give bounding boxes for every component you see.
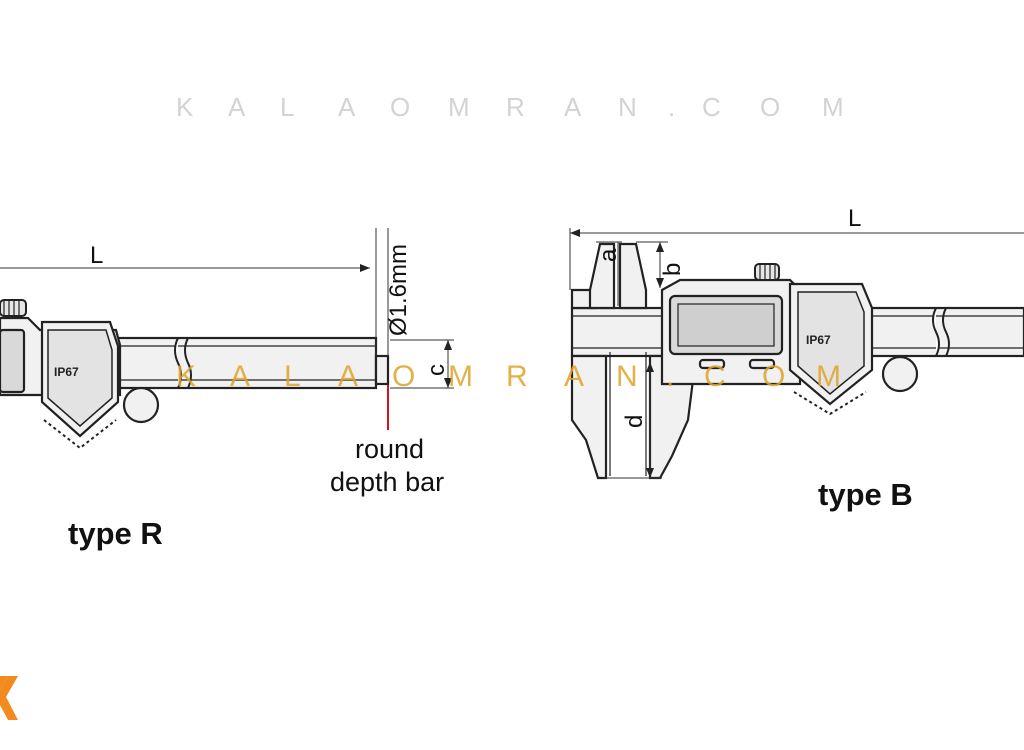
- type-b-caliper: IP67 L a b d: [569, 205, 1024, 512]
- svg-text:O: O: [762, 360, 785, 393]
- type-r-thumb-roller: [122, 386, 160, 424]
- type-r-title: type R: [68, 516, 163, 551]
- svg-text:M: M: [448, 360, 473, 393]
- svg-text:A: A: [338, 360, 358, 393]
- svg-text:L: L: [284, 360, 301, 393]
- type-b-a-label: a: [595, 248, 622, 262]
- type-b-thumb-roller: [881, 355, 919, 393]
- svg-text:L: L: [280, 92, 294, 122]
- svg-text:A: A: [230, 360, 250, 393]
- kalaomran-logo-icon: [0, 676, 18, 720]
- type-b-sliding-upper-jaw: [618, 242, 648, 310]
- type-r-length-label: L: [90, 242, 103, 269]
- svg-text:M: M: [448, 92, 470, 122]
- watermark-top: K A L A O M R A N . C O M: [176, 92, 844, 122]
- svg-text:O: O: [390, 92, 410, 122]
- type-b-dim-length: L: [569, 205, 1024, 290]
- svg-text:M: M: [816, 360, 841, 393]
- type-b-title: type B: [818, 477, 913, 512]
- round-depth-bar: [374, 354, 390, 386]
- type-b-ip-badge: IP67: [806, 333, 831, 347]
- type-b-b-label: b: [659, 263, 686, 276]
- svg-text:N: N: [618, 92, 637, 122]
- type-r-dim-length: L: [0, 228, 377, 338]
- svg-text:O: O: [760, 92, 780, 122]
- type-b-fixed-lower-jaw: [570, 354, 608, 480]
- type-r-display: [0, 328, 26, 394]
- svg-text:K: K: [176, 360, 196, 393]
- watermark-center: K A L A O M R A N . C O M: [176, 360, 841, 393]
- svg-text:O: O: [392, 360, 415, 393]
- type-b-button-left: [698, 358, 726, 370]
- type-b-length-label: L: [848, 205, 861, 232]
- type-b-fixed-upper-jaw: [588, 242, 616, 310]
- type-r-dim-c: c: [390, 339, 454, 389]
- type-r-thumb-wheel: [0, 299, 27, 317]
- type-b-d-label: d: [621, 415, 648, 428]
- svg-text:K: K: [176, 92, 194, 122]
- svg-text:M: M: [822, 92, 844, 122]
- type-r-ip-badge: IP67: [54, 365, 79, 379]
- type-b-button-right: [748, 358, 776, 370]
- type-r-caliper: IP67 L Ø1.6mm c round depth: [0, 228, 454, 551]
- svg-text:R: R: [506, 92, 525, 122]
- svg-text:C: C: [702, 92, 721, 122]
- type-r-break-mark: [174, 337, 182, 389]
- svg-text:.: .: [668, 92, 675, 122]
- svg-text:A: A: [228, 92, 246, 122]
- svg-text:.: .: [666, 360, 674, 393]
- type-b-thumb-wheel: [754, 263, 780, 281]
- svg-text:A: A: [564, 360, 584, 393]
- svg-text:R: R: [506, 360, 528, 393]
- type-r-note-line2: depth bar: [330, 467, 444, 497]
- type-b-dim-b: b: [636, 241, 686, 288]
- svg-text:A: A: [564, 92, 582, 122]
- svg-text:C: C: [704, 360, 726, 393]
- type-r-c-label: c: [423, 364, 450, 376]
- svg-text:N: N: [616, 360, 638, 393]
- type-r-dim-diameter: Ø1.6mm: [375, 228, 412, 356]
- type-b-dim-d: d: [604, 362, 662, 479]
- svg-text:A: A: [338, 92, 356, 122]
- type-r-diameter-label: Ø1.6mm: [385, 244, 412, 336]
- type-b-dim-a: a: [595, 241, 622, 306]
- type-r-note-line1: round: [355, 434, 424, 464]
